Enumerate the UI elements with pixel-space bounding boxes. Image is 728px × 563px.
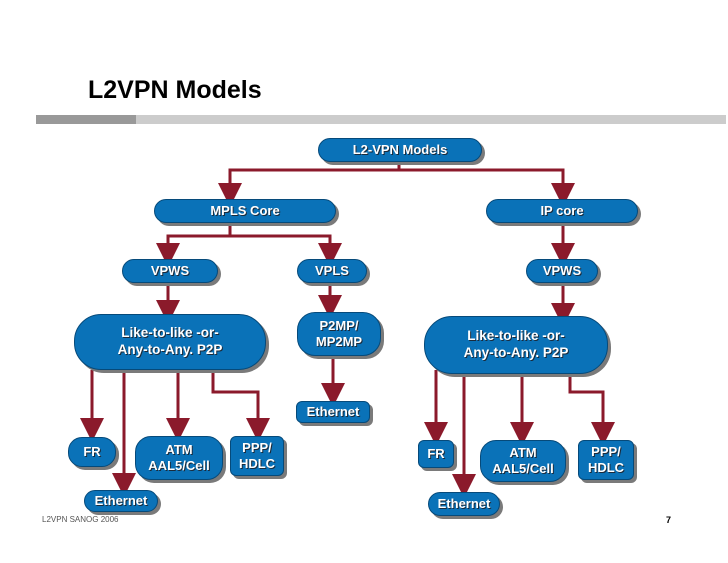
node-ppp-left-label: PPP/ HDLC (238, 439, 276, 471)
node-l2vpn-models-label: L2-VPN Models (352, 141, 448, 157)
node-atm-left-label: ATM AAL5/Cell (148, 441, 210, 473)
node-ip-core-label: IP core (540, 202, 584, 218)
node-ethernet-mid-label: Ethernet (306, 403, 360, 419)
node-fr-left: FR (68, 437, 116, 467)
connector-root-ip (399, 168, 575, 207)
node-vpws-right-label: VPWS (542, 262, 582, 278)
node-vpls: VPLS (297, 259, 367, 283)
connector-like-ppp-left (211, 372, 270, 442)
connector-mpls-vpls (230, 234, 342, 267)
node-like-to-like-left-label: Like-to-like -or- Any-to-Any. P2P (117, 325, 223, 357)
node-atm-right-label: ATM AAL5/Cell (492, 444, 554, 476)
connector-like-ppp-right (568, 374, 615, 446)
node-ethernet-right-label: Ethernet (437, 495, 491, 511)
node-fr-right-label: FR (427, 445, 445, 461)
node-fr-right: FR (418, 440, 454, 468)
title-underline-accent (36, 115, 136, 124)
node-vpws-left-label: VPWS (150, 262, 190, 278)
node-ip-core: IP core (486, 199, 638, 223)
connector-mpls-vpws (156, 222, 232, 267)
page-number: 7 (666, 515, 672, 525)
node-atm-left: ATM AAL5/Cell (135, 436, 223, 480)
node-ppp-left: PPP/ HDLC (230, 436, 284, 476)
node-vpws-right: VPWS (526, 259, 598, 283)
node-fr-left-label: FR (83, 443, 101, 459)
node-vpws-left: VPWS (122, 259, 218, 283)
node-p2mp-label: P2MP/ MP2MP (315, 317, 363, 349)
node-ppp-right: PPP/ HDLC (578, 440, 634, 480)
connector-root-mpls (218, 160, 401, 207)
node-like-to-like-right: Like-to-like -or- Any-to-Any. P2P (424, 316, 608, 374)
node-ethernet-left-label: Ethernet (94, 492, 148, 508)
node-ethernet-mid: Ethernet (296, 401, 370, 423)
node-ethernet-left: Ethernet (84, 490, 158, 512)
title-underline (36, 115, 726, 124)
node-vpls-label: VPLS (315, 262, 349, 278)
node-mpls-core-label: MPLS Core (210, 202, 280, 218)
node-mpls-core: MPLS Core (154, 199, 336, 223)
node-ethernet-right: Ethernet (428, 492, 500, 516)
node-p2mp: P2MP/ MP2MP (297, 312, 381, 356)
node-like-to-like-right-label: Like-to-like -or- Any-to-Any. P2P (463, 328, 569, 360)
node-atm-right: ATM AAL5/Cell (480, 440, 566, 482)
slide-title: L2VPN Models (88, 76, 262, 104)
node-l2vpn-models: L2-VPN Models (318, 138, 482, 162)
node-like-to-like-left: Like-to-like -or- Any-to-Any. P2P (74, 314, 266, 370)
slide-footer: L2VPN SANOG 2006 (42, 515, 119, 524)
node-ppp-right-label: PPP/ HDLC (587, 443, 625, 475)
